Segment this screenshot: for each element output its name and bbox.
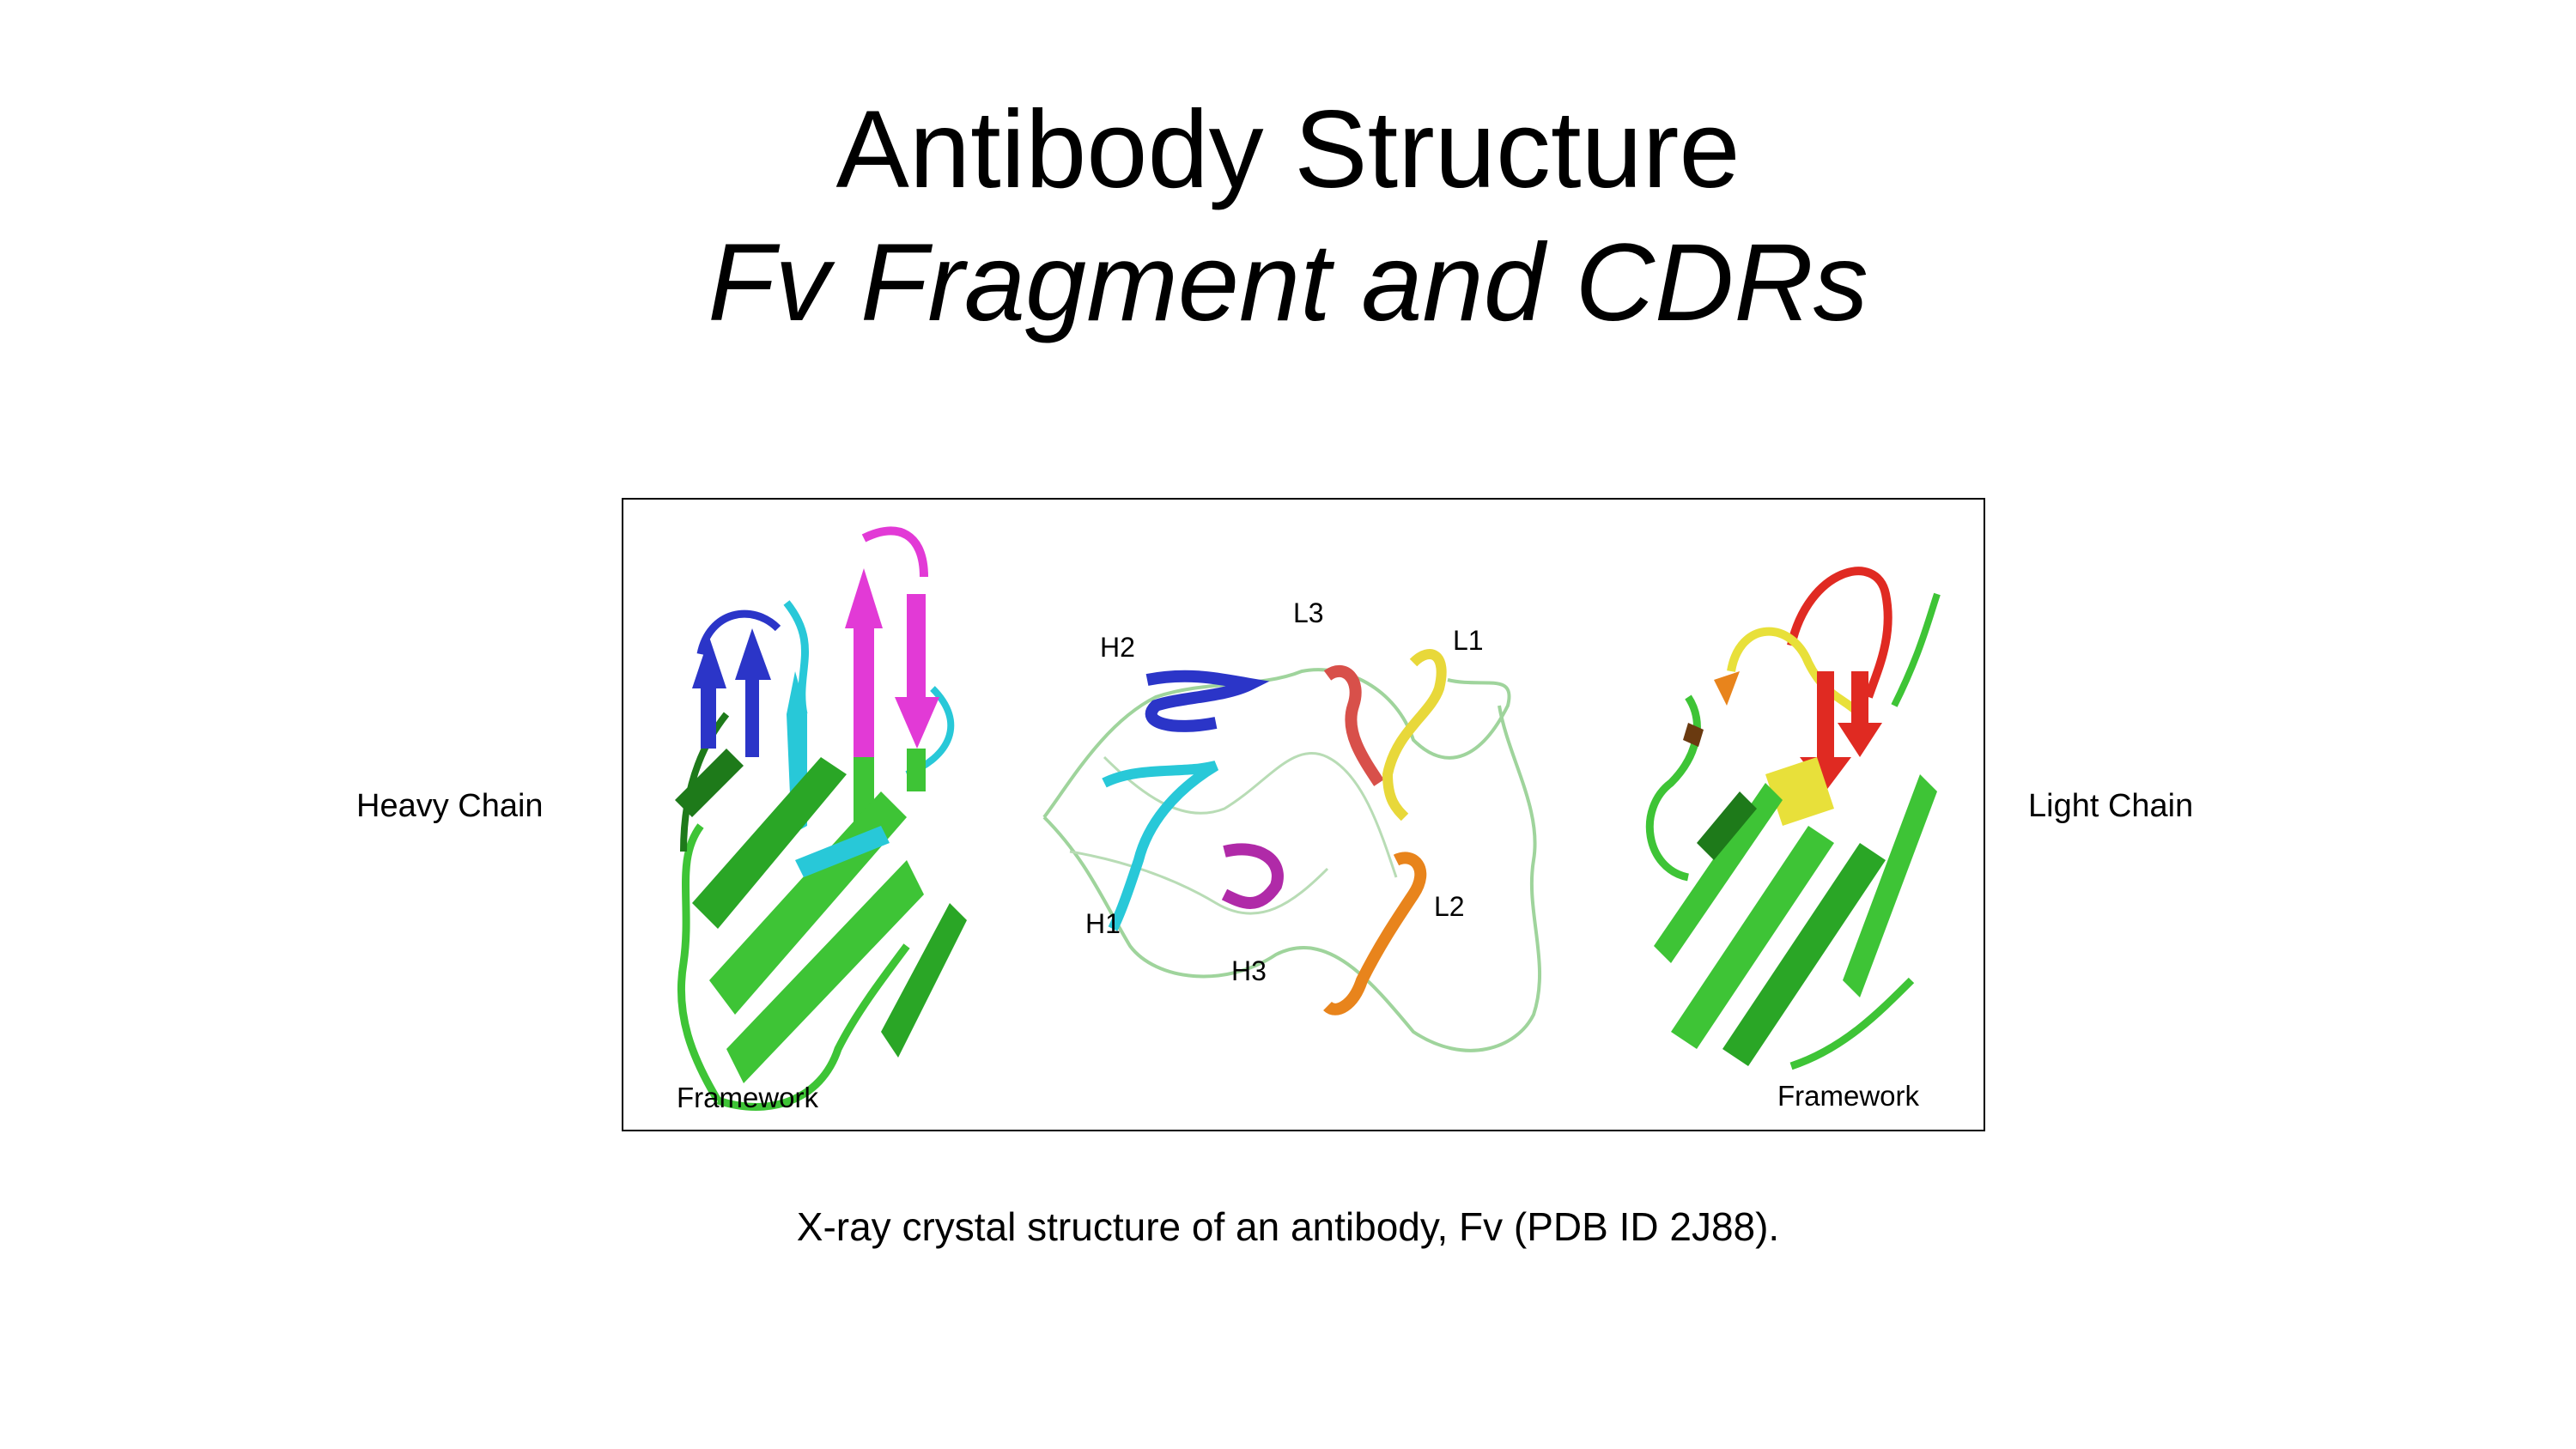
- protein-structure-figure: H1 H2 H3 L1 L2 L3 Framework Framework: [622, 498, 1985, 1131]
- cdr-label-l1: L1: [1453, 625, 1484, 656]
- slide-title-line1: Antibody Structure: [835, 88, 1741, 211]
- framework-label-left: Framework: [677, 1082, 819, 1113]
- cdr-label-l3: L3: [1293, 597, 1324, 628]
- slide-title-line2: Fv Fragment and CDRs: [708, 221, 1868, 344]
- cdr-label-h1: H1: [1085, 908, 1121, 939]
- light-chain-label: Light Chain: [2028, 788, 2194, 824]
- cdr-label-l2: L2: [1434, 891, 1465, 922]
- heavy-chain-ribbon: [675, 526, 967, 1111]
- heavy-chain-label: Heavy Chain: [356, 788, 544, 824]
- cdr-label-h2: H2: [1100, 632, 1135, 663]
- framework-label-right: Framework: [1777, 1080, 1920, 1112]
- cdr-label-h3: H3: [1231, 955, 1267, 986]
- light-chain-ribbon: [1645, 567, 1941, 1070]
- figure-caption: X-ray crystal structure of an antibody, …: [796, 1204, 1780, 1249]
- cdr-wireframe: [1042, 649, 1541, 1052]
- fv-structure-illustration: H1 H2 H3 L1 L2 L3 Framework Framework: [675, 526, 1941, 1113]
